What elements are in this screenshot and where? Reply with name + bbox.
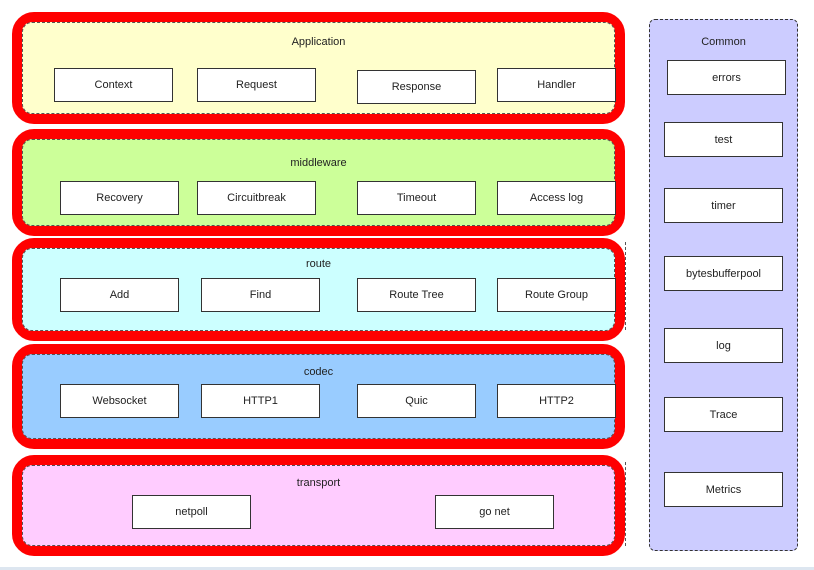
- quic-box: Quic: [357, 384, 476, 418]
- timer-box: timer: [664, 188, 783, 223]
- codec-layer-title: codec: [303, 366, 334, 378]
- middleware-layer: middleware Recovery Circuitbreak Timeout…: [12, 129, 625, 236]
- route-dash-edge: [625, 242, 626, 330]
- transport-dash-edge: [625, 462, 626, 546]
- errors-box: errors: [667, 60, 786, 95]
- metrics-box: Metrics: [664, 472, 783, 507]
- log-box: log: [664, 328, 783, 363]
- response-box: Response: [357, 70, 476, 104]
- find-box: Find: [201, 278, 320, 312]
- transport-layer-title: transport: [296, 477, 341, 489]
- trace-box: Trace: [664, 397, 783, 432]
- middleware-layer-title: middleware: [290, 157, 347, 169]
- application-layer: Application Context Request Response Han…: [12, 12, 625, 124]
- http1-box: HTTP1: [201, 384, 320, 418]
- add-box: Add: [60, 278, 179, 312]
- common-panel-title: Common: [701, 36, 746, 48]
- websocket-box: Websocket: [60, 384, 179, 418]
- application-layer-title: Application: [291, 36, 346, 48]
- codec-layer: codec Websocket HTTP1 Quic HTTP2: [12, 344, 625, 449]
- route-layer-title: route: [305, 258, 332, 270]
- request-box: Request: [197, 68, 316, 102]
- http2-box: HTTP2: [497, 384, 616, 418]
- handler-box: Handler: [497, 68, 616, 102]
- route-tree-box: Route Tree: [357, 278, 476, 312]
- context-box: Context: [54, 68, 173, 102]
- bytesbufferpool-box: bytesbufferpool: [664, 256, 783, 291]
- transport-layer: transport netpoll go net: [12, 455, 625, 556]
- access-log-box: Access log: [497, 181, 616, 215]
- test-box: test: [664, 122, 783, 157]
- timeout-box: Timeout: [357, 181, 476, 215]
- route-layer: route Add Find Route Tree Route Group: [12, 238, 625, 341]
- netpoll-box: netpoll: [132, 495, 251, 529]
- common-panel: Common errors test timer bytesbufferpool…: [649, 19, 798, 551]
- bottom-edge-strip: [0, 567, 814, 570]
- recovery-box: Recovery: [60, 181, 179, 215]
- circuitbreak-box: Circuitbreak: [197, 181, 316, 215]
- route-group-box: Route Group: [497, 278, 616, 312]
- go-net-box: go net: [435, 495, 554, 529]
